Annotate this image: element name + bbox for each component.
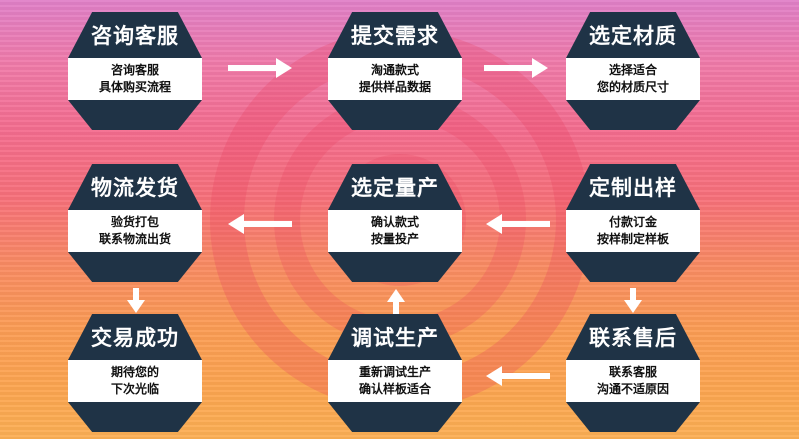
step-footer xyxy=(566,252,700,282)
step-description-line2: 按样制定样板 xyxy=(596,232,669,246)
arrow-right-icon xyxy=(484,56,550,80)
step-footer xyxy=(566,100,700,130)
arrow-down-icon xyxy=(623,288,643,314)
step-description: 期待您的 下次光临 xyxy=(68,360,202,402)
step-consult-service: 咨询客服 咨询客服 具体购买流程 xyxy=(68,12,202,130)
step-description-line2: 确认样板适合 xyxy=(358,382,431,396)
step-title: 选定材质 xyxy=(566,12,700,58)
step-description: 付款订金 按样制定样板 xyxy=(566,210,700,252)
step-description-line2: 提供样品数据 xyxy=(358,80,431,94)
step-description-line2: 沟通不适原因 xyxy=(596,382,669,396)
step-description: 验货打包 联系物流出货 xyxy=(68,210,202,252)
step-description-line1: 付款订金 xyxy=(608,215,657,229)
step-footer xyxy=(68,402,202,432)
step-title: 咨询客服 xyxy=(68,12,202,58)
step-description-line2: 具体购买流程 xyxy=(98,80,171,94)
arrow-left-icon xyxy=(226,212,292,236)
step-title: 联系售后 xyxy=(566,314,700,360)
step-after-sales: 联系售后 联系客服 沟通不适原因 xyxy=(566,314,700,432)
step-description-line1: 选择适合 xyxy=(608,63,657,77)
step-debug-production: 调试生产 重新调试生产 确认样板适合 xyxy=(328,314,462,432)
arrow-up-icon xyxy=(386,288,406,314)
step-description-line1: 重新调试生产 xyxy=(358,365,431,379)
arrow-down-icon xyxy=(126,288,146,314)
step-transaction-complete: 交易成功 期待您的 下次光临 xyxy=(68,314,202,432)
step-description-line2: 联系物流出货 xyxy=(98,232,171,246)
step-title: 定制出样 xyxy=(566,164,700,210)
step-description-line1: 淘通款式 xyxy=(370,63,419,77)
step-title: 交易成功 xyxy=(68,314,202,360)
step-description-line2: 您的材质尺寸 xyxy=(596,80,669,94)
step-footer xyxy=(68,252,202,282)
step-footer xyxy=(328,252,462,282)
step-description-line1: 确认款式 xyxy=(370,215,419,229)
step-description: 确认款式 按量投产 xyxy=(328,210,462,252)
step-custom-sample: 定制出样 付款订金 按样制定样板 xyxy=(566,164,700,282)
step-footer xyxy=(68,100,202,130)
arrow-left-icon xyxy=(484,364,550,388)
step-select-material: 选定材质 选择适合 您的材质尺寸 xyxy=(566,12,700,130)
step-description-line1: 验货打包 xyxy=(110,215,159,229)
step-description: 联系客服 沟通不适原因 xyxy=(566,360,700,402)
step-description-line2: 下次光临 xyxy=(110,382,159,396)
step-confirm-mass-production: 选定量产 确认款式 按量投产 xyxy=(328,164,462,282)
step-description: 咨询客服 具体购买流程 xyxy=(68,58,202,100)
step-logistics-shipping: 物流发货 验货打包 联系物流出货 xyxy=(68,164,202,282)
step-description-line2: 按量投产 xyxy=(370,232,419,246)
step-description: 淘通款式 提供样品数据 xyxy=(328,58,462,100)
step-footer xyxy=(328,402,462,432)
step-description-line1: 联系客服 xyxy=(608,365,657,379)
step-submit-requirements: 提交需求 淘通款式 提供样品数据 xyxy=(328,12,462,130)
step-description: 选择适合 您的材质尺寸 xyxy=(566,58,700,100)
step-description: 重新调试生产 确认样板适合 xyxy=(328,360,462,402)
step-footer xyxy=(328,100,462,130)
step-description-line1: 期待您的 xyxy=(110,365,159,379)
step-title: 提交需求 xyxy=(328,12,462,58)
step-title: 物流发货 xyxy=(68,164,202,210)
step-title: 选定量产 xyxy=(328,164,462,210)
arrow-left-icon xyxy=(484,212,550,236)
arrow-right-icon xyxy=(228,56,294,80)
step-title: 调试生产 xyxy=(328,314,462,360)
step-footer xyxy=(566,402,700,432)
step-description-line1: 咨询客服 xyxy=(110,63,159,77)
